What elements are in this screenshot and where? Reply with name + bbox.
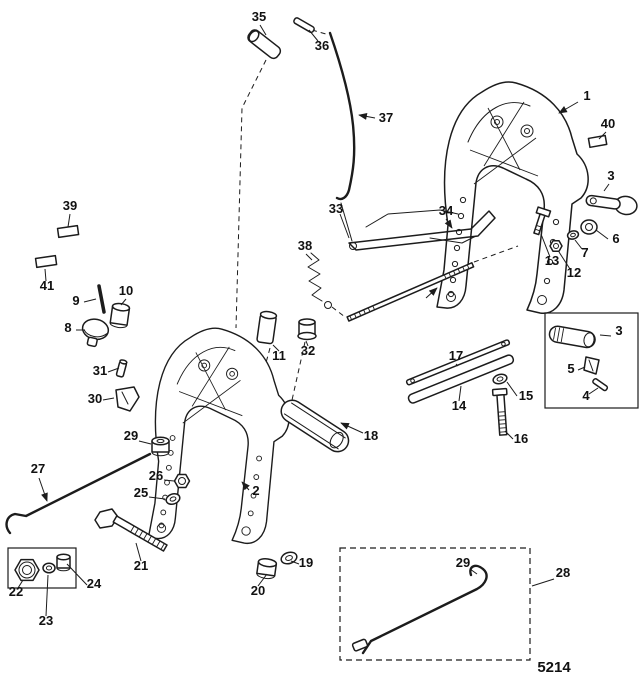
callout-24: 24: [87, 576, 102, 591]
callout-28: 28: [556, 565, 570, 580]
callout-7: 7: [581, 245, 588, 260]
callout-19: 19: [299, 555, 313, 570]
callout-15: 15: [519, 388, 533, 403]
hardware-kit-box: [7, 547, 77, 589]
tilt-stop-rod-27: [5, 452, 152, 535]
swivel-bracket-starboard: [436, 81, 589, 315]
tilt-lock-kit-box: [339, 547, 531, 661]
clamp-handle-3: [585, 194, 638, 216]
callout-10: 10: [119, 283, 133, 298]
clip-5: [583, 356, 600, 375]
tilt-pin-threaded-rod: [346, 262, 475, 322]
callout-41: 41: [40, 278, 54, 293]
callout-11: 11: [272, 348, 286, 363]
clip-40: [587, 134, 608, 149]
lock-plate-14: [407, 354, 515, 404]
callout-2: 2: [252, 483, 259, 498]
nut-26: [173, 473, 191, 489]
locknut-20: [256, 558, 278, 580]
rod-end-tab: [351, 638, 369, 652]
latch-30: [115, 386, 140, 412]
callout-35: 35: [252, 9, 266, 24]
callout-20: 20: [251, 583, 265, 598]
callout-4: 4: [582, 388, 590, 403]
bolt-16: [491, 387, 508, 436]
callout-16: 16: [514, 431, 528, 446]
callout-21: 21: [134, 558, 148, 573]
callout-5: 5: [567, 361, 574, 376]
callout-23: 23: [39, 613, 53, 628]
screw-13: [533, 206, 552, 236]
callout-9: 9: [72, 293, 79, 308]
lock-rod-17: [405, 339, 511, 386]
service-kit-box: [544, 312, 639, 409]
tilt-lock-rod-29-kit: [361, 564, 488, 655]
spring-38: [307, 252, 332, 309]
flanged-nut-32: [297, 318, 317, 341]
anode-plate-39: [56, 224, 80, 239]
washer-7: [566, 230, 580, 240]
tilt-lock-lever-assembly: [340, 202, 496, 251]
callout-12: 12: [567, 265, 581, 280]
callout-29-kit: 29: [456, 555, 470, 570]
leader-lines: [17, 24, 612, 617]
callout-labels: 35 36 37 1 40 3 6 7 12 13 33 34 38 39 41…: [9, 9, 623, 628]
callout-40: 40: [601, 116, 615, 131]
callout-27: 27: [31, 461, 45, 476]
pin-11: [256, 310, 278, 345]
callout-32: 32: [301, 343, 315, 358]
pin-36: [293, 17, 315, 34]
callout-26: 26: [149, 468, 163, 483]
callout-8: 8: [64, 320, 71, 335]
callout-29: 29: [124, 428, 138, 443]
pin-9: [97, 284, 106, 314]
callout-22: 22: [9, 584, 23, 599]
callout-6: 6: [612, 231, 619, 246]
nut-12: [549, 240, 563, 252]
knob-8: [81, 318, 110, 348]
callout-37: 37: [379, 110, 393, 125]
grommet-29: [151, 436, 170, 457]
callout-1: 1: [583, 88, 590, 103]
bushing-24: [56, 553, 71, 572]
washer-15: [492, 373, 508, 385]
callout-36: 36: [315, 38, 329, 53]
callout-3: 3: [607, 168, 614, 183]
washer-23: [42, 562, 56, 574]
callout-18: 18: [364, 428, 378, 443]
washer-19: [280, 551, 298, 565]
callout-3-kit: 3: [615, 323, 622, 338]
callout-17: 17: [449, 348, 463, 363]
sleeve-3-kit: [548, 325, 596, 349]
link-rod-37: [328, 31, 356, 201]
bushing-10: [109, 302, 131, 329]
callout-39: 39: [63, 198, 77, 213]
page-code: 5214: [537, 659, 571, 676]
callout-31: 31: [93, 363, 107, 378]
anode-plate-41: [34, 254, 58, 269]
bolt-21: [94, 508, 168, 552]
callout-38: 38: [298, 238, 312, 253]
callout-33: 33: [329, 201, 343, 216]
callout-30: 30: [88, 391, 102, 406]
callout-13: 13: [545, 253, 559, 268]
hex-nut-22: [14, 558, 40, 582]
swivel-bracket-port: [147, 327, 290, 545]
spacer-tube-18: [280, 399, 350, 453]
bushing-6: [580, 219, 598, 235]
roll-pin-35: [247, 29, 282, 60]
pin-4: [592, 378, 609, 392]
washer-25: [165, 492, 181, 506]
callout-34: 34: [439, 203, 454, 218]
callout-25: 25: [134, 485, 148, 500]
callout-14: 14: [452, 398, 467, 413]
